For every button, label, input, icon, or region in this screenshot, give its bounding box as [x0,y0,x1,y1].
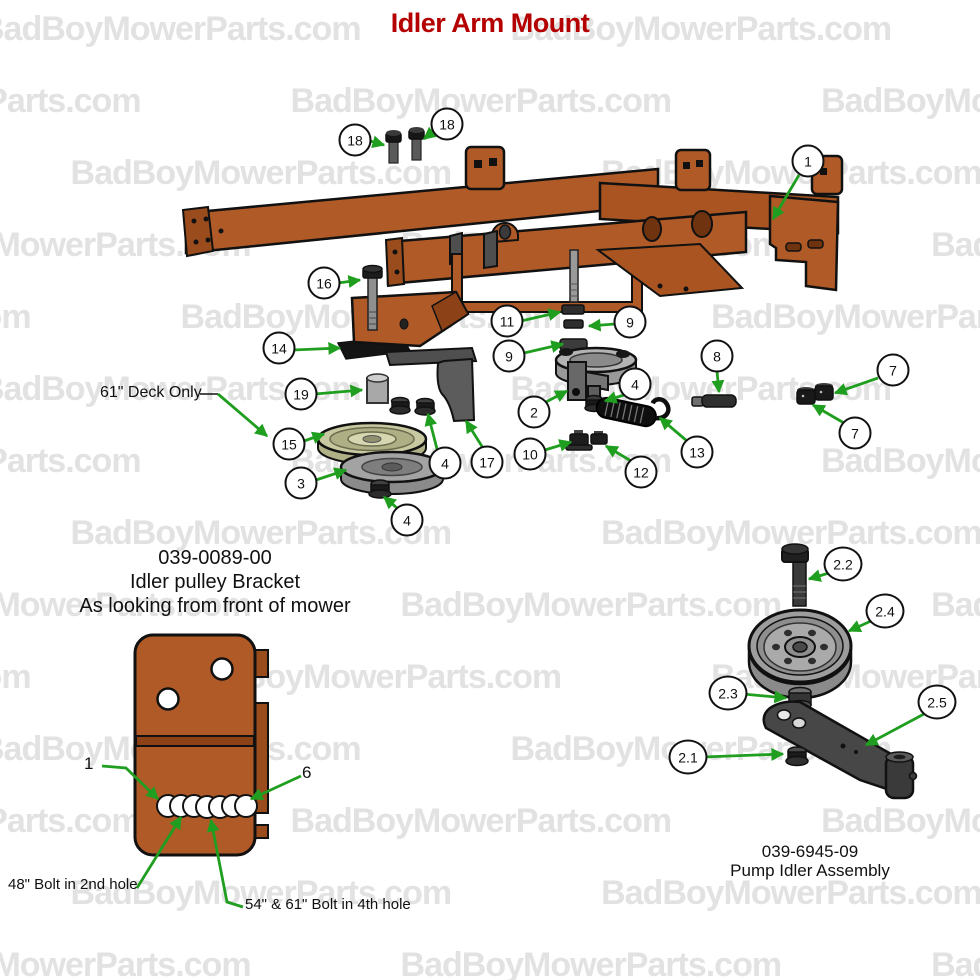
page-title: Idler Arm Mount [390,8,590,38]
idler-pulley-bracket-drawing [133,633,269,857]
frame-weldment [181,145,844,313]
pump-idler-assembly [747,543,918,800]
callout-arrows [101,126,925,909]
pulleys [316,421,445,499]
bracket-name: Idler pulley Bracket [129,571,301,593]
angle-bracket-17 [384,346,478,423]
bracket-part-number: 039-0089-00 [158,547,272,569]
hanger-bolt-and-spacers [559,249,588,351]
watermark-text: BadBoyMowerParts.comBadBoyMowerParts.com… [0,946,980,980]
pump-assembly-name: Pump Idler Assembly [730,861,890,880]
pump-part-number: 039-6945-09 [761,842,859,861]
bracket-note: 039-0089-00 Idler pulley Bracket As look… [35,546,395,618]
bolts-18 [385,127,425,164]
bracket-view-note: As looking from front of mower [79,595,351,617]
hole-1-label: 1 [84,754,94,773]
small-hardware [565,383,834,451]
watermark-text: BadBoyMowerParts.comBadBoyMowerParts.com… [0,586,980,624]
pump-assembly-label: 039-6945-09 Pump Idler Assembly [710,842,910,880]
idler-arm-assembly [554,346,638,413]
watermark-text: BadBoyMowerParts.comBadBoyMowerParts.com… [0,802,980,840]
hole-6-label: 6 [302,763,312,782]
spring [595,396,671,428]
watermark-text: BadBoyMowerParts.comBadBoyMowerParts.com… [0,82,980,120]
mount-bracket-14 [336,264,470,404]
bolt-48-label: 48" Bolt in 2nd hole [8,876,138,893]
deck-only-label: 61" Deck Only [100,384,202,401]
bolt-54-label: 54" & 61" Bolt in 4th hole [245,896,411,913]
